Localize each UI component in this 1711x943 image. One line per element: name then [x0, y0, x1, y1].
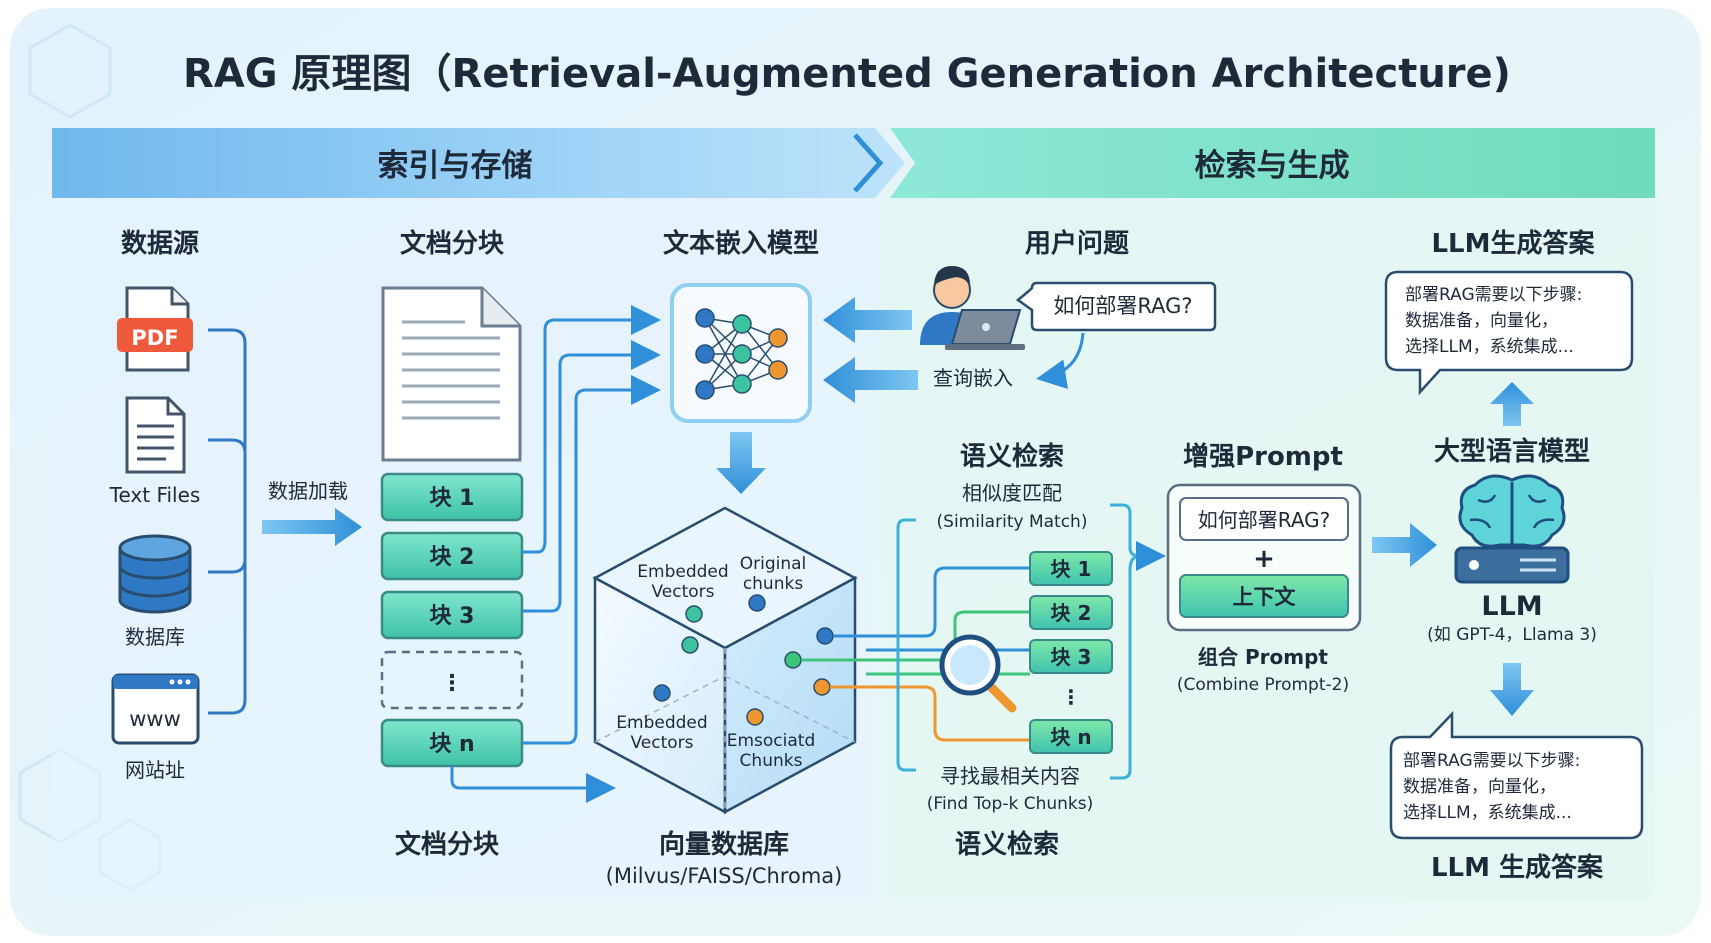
- llm-up-arrow: [1490, 382, 1534, 426]
- search-footer: 语义检索: [955, 829, 1059, 860]
- website-label: 网站址: [125, 758, 185, 782]
- llm-examples: (如 GPT-4，Llama 3): [1427, 625, 1597, 645]
- vector-db-name: 向量数据库: [659, 829, 789, 860]
- search-heading: 语义检索: [960, 441, 1064, 472]
- pdf-icon: [117, 286, 193, 372]
- brain-server-icon: [1454, 474, 1570, 584]
- embedding-down-arrow: [716, 432, 766, 494]
- similarity-en-label: (Similarity Match): [937, 512, 1088, 532]
- answer-bubble-bottom: [1389, 710, 1644, 840]
- find-label: 寻找最相关内容: [940, 764, 1080, 788]
- diagram-title: RAG 原理图（Retrieval-Augmented Generation A…: [183, 51, 1511, 97]
- database-label: 数据库: [125, 625, 185, 649]
- database-icon: [118, 534, 192, 614]
- chunk-to-embedding-lines: [450, 305, 661, 803]
- answer-top-text: 部署RAG需要以下步骤:数据准备，向量化，选择LLM，系统集成...: [1405, 285, 1582, 357]
- neural-network-icon: [695, 308, 788, 400]
- similarity-label: 相似度匹配: [962, 481, 1062, 505]
- llm-model-heading: 大型语言模型: [1434, 437, 1590, 467]
- document-icon: [381, 286, 522, 462]
- embedding-heading: 文本嵌入模型: [663, 228, 819, 259]
- pdf-label: PDF: [131, 326, 178, 350]
- question-curve-arrow: [1036, 332, 1085, 390]
- chunking-heading: 文档分块: [400, 228, 504, 259]
- www-label: www: [129, 707, 181, 731]
- find-en-label: (Find Top-k Chunks): [927, 794, 1093, 814]
- chunk-label: 块 3: [430, 604, 475, 629]
- question-bubble: [1015, 281, 1217, 332]
- llm-name: LLM: [1481, 591, 1542, 622]
- magnifier-icon: [939, 634, 1017, 713]
- band-arrow-icon: [853, 133, 884, 193]
- query-to-embedding-arrow: [823, 357, 918, 403]
- sources-heading: 数据源: [121, 229, 199, 259]
- prompt-plus: +: [1253, 544, 1275, 574]
- answer-bubble-top: [1384, 270, 1634, 396]
- chunk-box: [380, 472, 524, 522]
- website-icon: [111, 673, 200, 745]
- search-chunk-box: [1029, 719, 1113, 754]
- data-load-label: 数据加载: [268, 479, 348, 503]
- band-right-label: 检索与生成: [1195, 148, 1350, 184]
- prompt-question-box: [1179, 497, 1349, 541]
- text-files-label: Text Files: [109, 483, 201, 507]
- chunk-label: 块 1: [430, 486, 475, 511]
- prompt-heading: 增强Prompt: [1183, 441, 1343, 472]
- text-file-icon: [125, 396, 186, 474]
- question-text: 如何部署RAG?: [1053, 294, 1192, 318]
- search-chunk-label: 块 3: [1051, 645, 1092, 669]
- search-left-bracket: [896, 518, 916, 772]
- llm-bottom-heading: LLM 生成答案: [1431, 852, 1604, 883]
- llm-down-arrow: [1490, 663, 1534, 716]
- chunk-ellipsis: ⋮: [441, 671, 463, 696]
- data-load-arrow: [262, 508, 362, 546]
- band-left-label: 索引与存储: [378, 148, 533, 184]
- band-retrieve-generate: [890, 128, 1655, 198]
- user-to-embedding-arrow: [823, 297, 912, 343]
- prompt-context-box: [1179, 574, 1349, 618]
- search-chunk-box: [1029, 639, 1113, 674]
- answer-bottom-text: 部署RAG需要以下步骤:数据准备，向量化，选择LLM，系统集成...: [1403, 751, 1580, 823]
- search-chunk-box: [1029, 595, 1113, 630]
- search-chunk-box: [1029, 551, 1113, 586]
- search-chunk-ellipsis: ⋮: [1061, 685, 1081, 709]
- search-chunk-label: 块 2: [1051, 601, 1092, 625]
- chunking-footer: 文档分块: [395, 829, 499, 860]
- chunk-label: 块 2: [430, 545, 475, 570]
- user-laptop-icon: [920, 266, 1025, 350]
- chunk-box: [380, 590, 524, 640]
- user-heading: 用户问题: [1025, 228, 1129, 259]
- search-chunk-label: 块 1: [1051, 557, 1092, 581]
- combine-en-label: (Combine Prompt-2): [1177, 675, 1349, 695]
- chunk-box: [380, 531, 524, 581]
- query-embed-label: 查询嵌入: [933, 366, 1013, 390]
- combine-label: 组合 Prompt: [1198, 645, 1328, 669]
- prompt-question-text: 如何部署RAG?: [1198, 508, 1331, 532]
- chunk-label: 块 n: [429, 732, 474, 757]
- prompt-context-text: 上下文: [1233, 585, 1297, 609]
- vector-db-subtitle: (Milvus/FAISS/Chroma): [606, 864, 843, 888]
- llm-top-heading: LLM生成答案: [1431, 228, 1595, 259]
- prompt-to-llm-arrow: [1372, 523, 1437, 567]
- sources-bracket: [208, 328, 247, 715]
- search-chunk-label: 块 n: [1050, 725, 1091, 749]
- vector-db-cube: [592, 506, 858, 815]
- chunk-ellipsis-box: [380, 650, 524, 710]
- band-index-storage: [52, 128, 905, 198]
